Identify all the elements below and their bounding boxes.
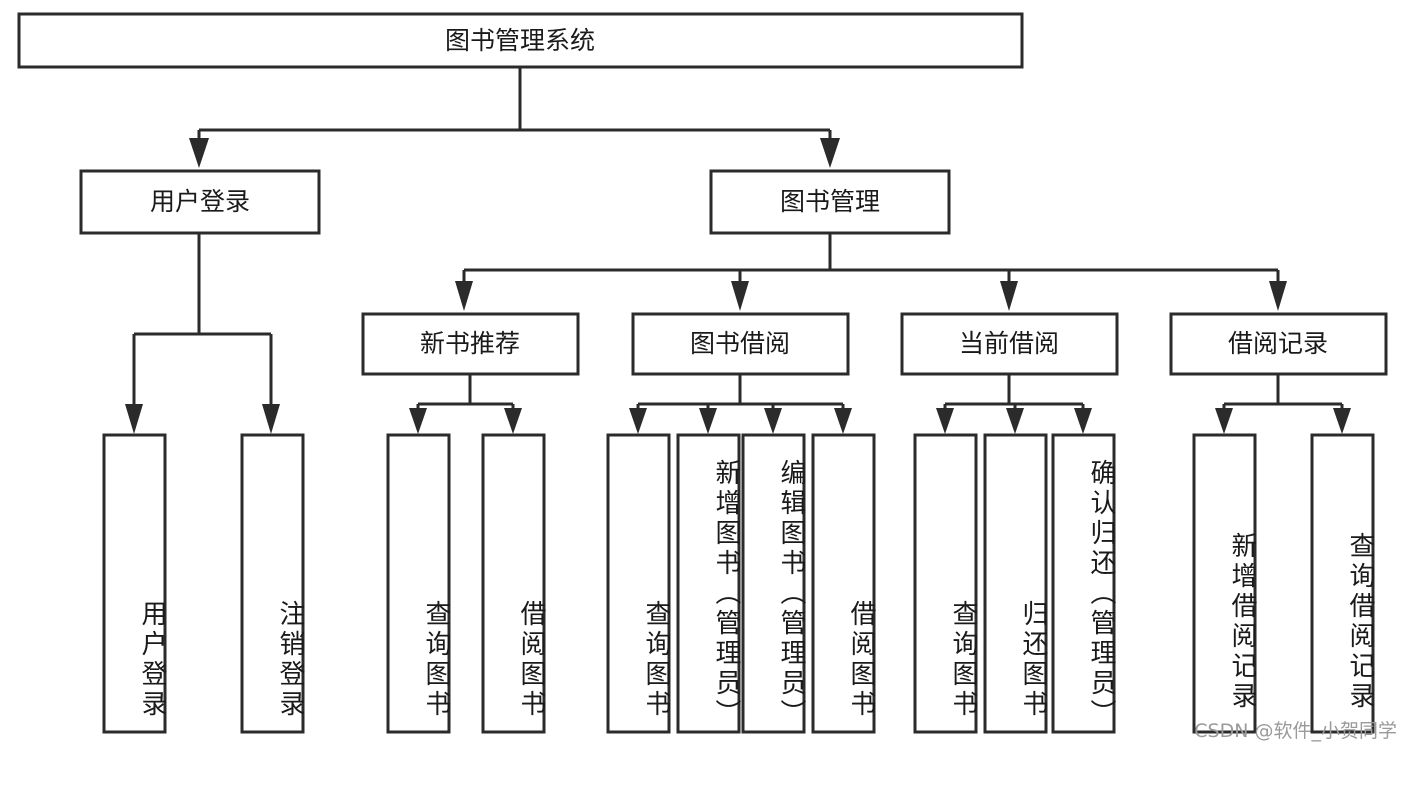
node-new-book-rec-box[interactable] [361, 312, 580, 376]
connector-layer [125, 67, 1351, 434]
node-leaf-borrow-book-1-box[interactable] [481, 433, 546, 734]
arrow-to-leaf-edit-book [764, 408, 782, 434]
node-book-borrow[interactable]: 图书借阅 [631, 312, 850, 376]
arrow-to-leaf-logout [262, 404, 280, 434]
arrow-to-leaf-query-book-2 [629, 408, 647, 434]
node-new-book-rec[interactable]: 新书推荐 [361, 312, 580, 376]
node-user-login-box[interactable] [79, 169, 321, 235]
node-leaf-logout-box[interactable] [240, 433, 305, 734]
node-leaf-borrow-book-2-box[interactable] [811, 433, 876, 734]
arrow-to-leaf-borrow-book-1 [504, 408, 522, 434]
arrow-to-leaf-borrow-book-2 [834, 408, 852, 434]
node-current-borrow[interactable]: 当前借阅 [900, 312, 1119, 376]
arrow-to-current-borrow [1000, 281, 1018, 311]
node-leaf-edit-book-box[interactable] [741, 433, 806, 734]
node-user-login-label: 用户登录 [150, 187, 250, 216]
node-new-book-rec-label: 新书推荐 [420, 329, 520, 358]
arrow-to-leaf-add-record [1215, 408, 1233, 434]
node-borrow-record[interactable]: 借阅记录 [1169, 312, 1388, 376]
node-user-login[interactable]: 用户登录 [79, 169, 321, 235]
node-leaf-add-book-box[interactable] [676, 433, 741, 734]
arrow-to-leaf-query-book-3 [936, 408, 954, 434]
arrow-to-leaf-query-book-1 [409, 408, 427, 434]
arrow-to-leaf-confirm-return [1074, 408, 1092, 434]
arrow-to-leaf-user-login [125, 404, 143, 434]
node-book-manage-label: 图书管理 [780, 187, 880, 216]
node-leaf-query-book-2-box[interactable] [606, 433, 671, 734]
arrow-to-borrow-record [1269, 281, 1287, 311]
node-layer: 图书管理系统 用户登录 图书管理 新书推荐 图书借阅 当前 [17, 12, 1388, 734]
node-leaf-confirm-return-box[interactable] [1051, 433, 1116, 734]
arrow-to-new-book-rec [455, 281, 473, 311]
node-borrow-record-box[interactable] [1169, 312, 1388, 376]
flowchart-svg: 图书管理系统 用户登录 图书管理 新书推荐 图书借阅 当前 [17, 12, 1388, 734]
node-root-box[interactable] [17, 12, 1024, 69]
node-leaf-query-book-1-box[interactable] [386, 433, 451, 734]
node-current-borrow-label: 当前借阅 [959, 329, 1059, 358]
arrow-to-leaf-add-book [699, 408, 717, 434]
arrow-to-book-borrow [731, 281, 749, 311]
node-root-label: 图书管理系统 [445, 26, 595, 55]
node-book-manage[interactable]: 图书管理 [709, 169, 951, 235]
node-root[interactable]: 图书管理系统 [17, 12, 1024, 69]
node-book-manage-box[interactable] [709, 169, 951, 235]
arrow-to-book-manage [820, 138, 840, 168]
node-leaf-add-record-box[interactable] [1192, 433, 1257, 734]
node-leaf-user-login-box[interactable] [102, 433, 167, 734]
flowchart-canvas: 图书管理系统 用户登录 图书管理 新书推荐 图书借阅 当前 [17, 12, 1397, 742]
node-borrow-record-label: 借阅记录 [1228, 329, 1328, 358]
node-book-borrow-label: 图书借阅 [690, 329, 790, 358]
node-current-borrow-box[interactable] [900, 312, 1119, 376]
node-leaf-return-book-box[interactable] [983, 433, 1048, 734]
node-leaf-query-record-box[interactable] [1310, 433, 1375, 734]
arrow-to-user-login [189, 138, 209, 168]
arrow-to-leaf-return-book [1006, 408, 1024, 434]
node-leaf-query-book-3-box[interactable] [913, 433, 978, 734]
node-book-borrow-box[interactable] [631, 312, 850, 376]
arrow-to-leaf-query-record [1333, 408, 1351, 434]
csdn-watermark: CSDN @软件_小贺同学 [1194, 720, 1397, 742]
